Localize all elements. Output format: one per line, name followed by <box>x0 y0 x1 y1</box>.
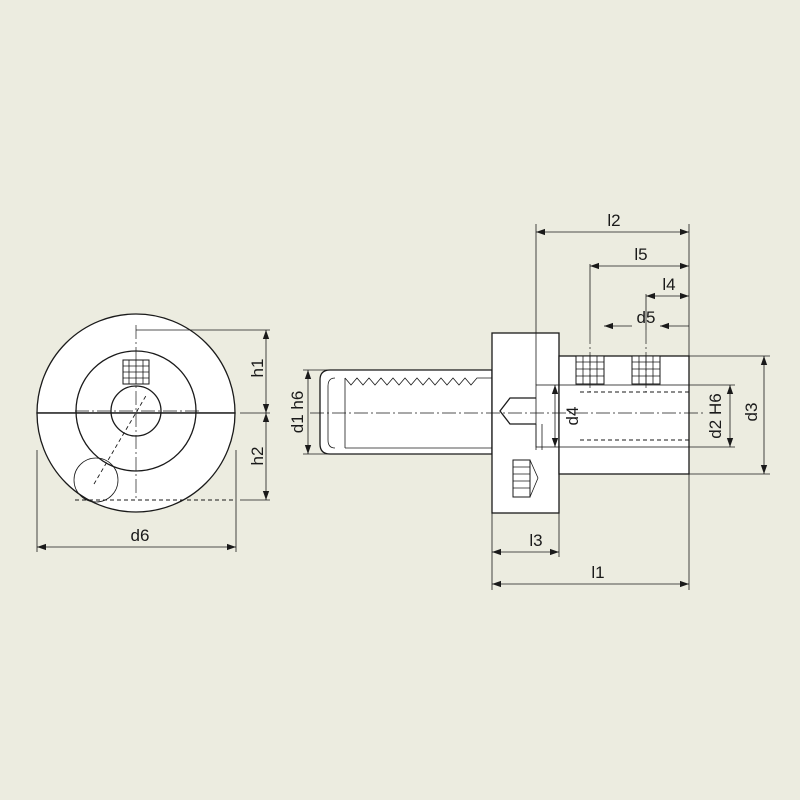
front-view-dimensions <box>36 329 270 552</box>
label-l5: l5 <box>634 245 647 264</box>
front-view-diagonal <box>93 393 148 485</box>
side-view <box>310 330 705 514</box>
label-l4: l4 <box>662 275 675 294</box>
side-view-pilot-hole <box>499 397 536 425</box>
label-d6: d6 <box>131 526 150 545</box>
label-d4: d4 <box>563 407 582 426</box>
side-view-shank <box>319 369 493 455</box>
front-view <box>36 313 236 513</box>
label-l1: l1 <box>591 563 604 582</box>
front-view-set-screw <box>122 359 150 385</box>
front-view-offset-bore <box>73 457 119 503</box>
side-view-bore <box>535 384 690 448</box>
side-view-lower-set-screw <box>512 459 539 498</box>
label-h2: h2 <box>248 447 267 466</box>
label-d2: d2 H6 <box>706 393 725 438</box>
side-view-dimensions <box>303 224 770 590</box>
label-l2: l2 <box>607 211 620 230</box>
label-l3: l3 <box>529 531 542 550</box>
label-d3: d3 <box>742 403 761 422</box>
label-h1: h1 <box>248 359 267 378</box>
label-d5: d5 <box>637 308 656 327</box>
label-d1: d1 h6 <box>288 391 307 434</box>
side-view-shank-serration <box>344 377 492 386</box>
